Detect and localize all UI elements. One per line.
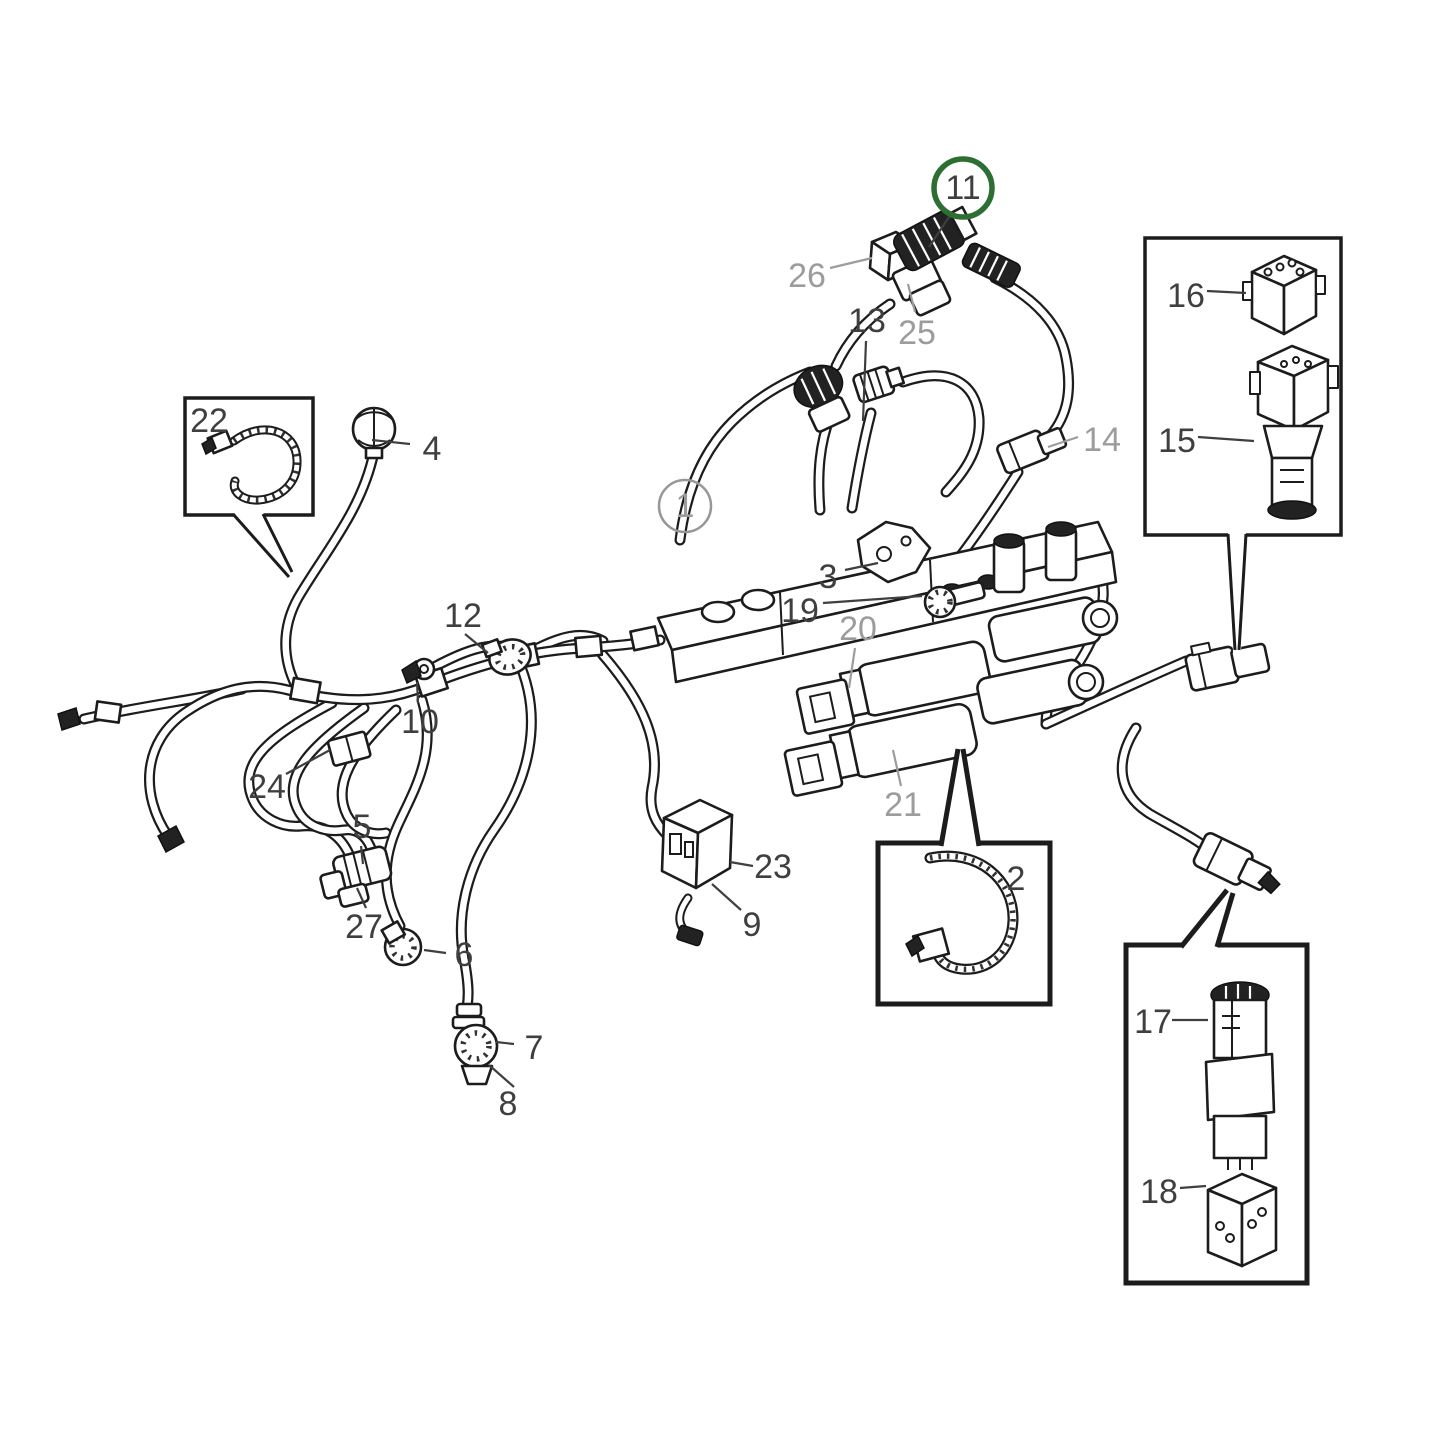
callout-number: 1: [676, 487, 695, 525]
callout-7[interactable]: 7: [525, 1029, 544, 1067]
callout-26[interactable]: 26: [788, 257, 826, 295]
end-connector-17-18-target: [1192, 832, 1281, 895]
callout-number: 8: [499, 1085, 518, 1123]
callout-number: 17: [1134, 1003, 1172, 1041]
callout-number: 4: [423, 430, 442, 468]
callout-number: 23: [754, 848, 792, 886]
connector-15-drawing: [1249, 344, 1339, 520]
callout-4[interactable]: 4: [423, 430, 442, 468]
callout-25[interactable]: 25: [898, 314, 936, 352]
relay-pigtail-9: [676, 924, 704, 947]
fuel-injectors: [783, 596, 1119, 797]
callout-27[interactable]: 27: [345, 908, 383, 946]
callout-number: 25: [898, 314, 936, 352]
sensor-fitting-5-27: [319, 845, 393, 908]
eyelet-connector-10: [401, 657, 436, 685]
callout-1[interactable]: 1: [657, 478, 713, 534]
callout-15[interactable]: 15: [1158, 422, 1196, 460]
callout-18[interactable]: 18: [1140, 1173, 1178, 1211]
callout-11[interactable]: 11: [931, 156, 995, 220]
callout-number: 2: [1007, 860, 1026, 898]
callout-number: 7: [525, 1029, 544, 1067]
callout-5[interactable]: 5: [353, 808, 372, 846]
callout-number: 3: [819, 558, 838, 596]
mounting-bracket: [856, 520, 932, 584]
callout-number: 9: [743, 906, 762, 944]
callout-number: 14: [1083, 421, 1121, 459]
sensor-13-area: [793, 364, 906, 433]
callout-number: 22: [190, 402, 228, 440]
detail-box-16-15: [1143, 236, 1343, 652]
callout-number: 15: [1158, 422, 1196, 460]
callout-17[interactable]: 17: [1134, 1003, 1172, 1041]
elbow-connector-14: [996, 426, 1068, 475]
callout-number: 11: [945, 169, 980, 207]
knurled-elbow-connector: [793, 364, 851, 433]
ball-connector-4: [351, 406, 397, 460]
callout-number: 26: [788, 257, 826, 295]
callout-number: 13: [848, 302, 886, 340]
selected-part-circle: [931, 156, 995, 220]
callout-10[interactable]: 10: [401, 703, 439, 741]
threaded-hose-section: [961, 242, 1021, 288]
detail-box-2: [875, 748, 1053, 1007]
cable-tie-22: [201, 430, 297, 500]
callout-number: 27: [345, 908, 383, 946]
callout-number: 21: [884, 786, 922, 824]
callout-number: 18: [1140, 1173, 1178, 1211]
harness-couplers: [57, 625, 661, 854]
tee-clamp-24: [326, 730, 372, 767]
leader-lines: [285, 213, 1255, 1190]
callout-number: 12: [444, 597, 482, 635]
top-connector-assembly: [868, 205, 1021, 317]
callout-13[interactable]: 13: [848, 302, 886, 340]
cable-tie-2: [905, 856, 1013, 969]
callout-number: 16: [1167, 277, 1205, 315]
relay-module-23: [660, 798, 734, 947]
callout-16[interactable]: 16: [1167, 277, 1205, 315]
plug-connector-7-8: [451, 1002, 499, 1086]
callout-number: 24: [248, 768, 286, 806]
detail-box-22: [183, 396, 315, 578]
callout-24[interactable]: 24: [248, 768, 286, 806]
inline-connector-15-16-target: [1184, 641, 1271, 692]
callout-2[interactable]: 2: [1007, 860, 1026, 898]
rail-valve-cylinders: [992, 521, 1078, 594]
callout-number: 5: [353, 808, 372, 846]
callout-8[interactable]: 8: [499, 1085, 518, 1123]
callout-number: 20: [839, 610, 877, 648]
callout-number: 6: [455, 936, 474, 974]
callout-9[interactable]: 9: [743, 906, 762, 944]
connector-17-drawing: [1204, 981, 1276, 1170]
callout-6[interactable]: 6: [455, 936, 474, 974]
assembly-reference-circle: [657, 478, 713, 534]
callout-19[interactable]: 19: [781, 592, 819, 630]
plug-13: [852, 365, 906, 404]
callout-number: 10: [401, 703, 439, 741]
connector-16-drawing: [1242, 254, 1326, 336]
callout-3[interactable]: 3: [819, 558, 838, 596]
connector-18-drawing: [1206, 1172, 1278, 1268]
callout-14[interactable]: 14: [1083, 421, 1121, 459]
callout-23[interactable]: 23: [754, 848, 792, 886]
callout-12[interactable]: 12: [444, 597, 482, 635]
callout-22[interactable]: 22: [190, 402, 228, 440]
knurled-connector-6: [380, 920, 423, 967]
callout-20[interactable]: 20: [839, 610, 877, 648]
elbow-fitting-19: [923, 581, 986, 619]
detail-box-17-18: [1123, 887, 1310, 1286]
callout-number: 19: [781, 592, 819, 630]
callout-21[interactable]: 21: [884, 786, 922, 824]
